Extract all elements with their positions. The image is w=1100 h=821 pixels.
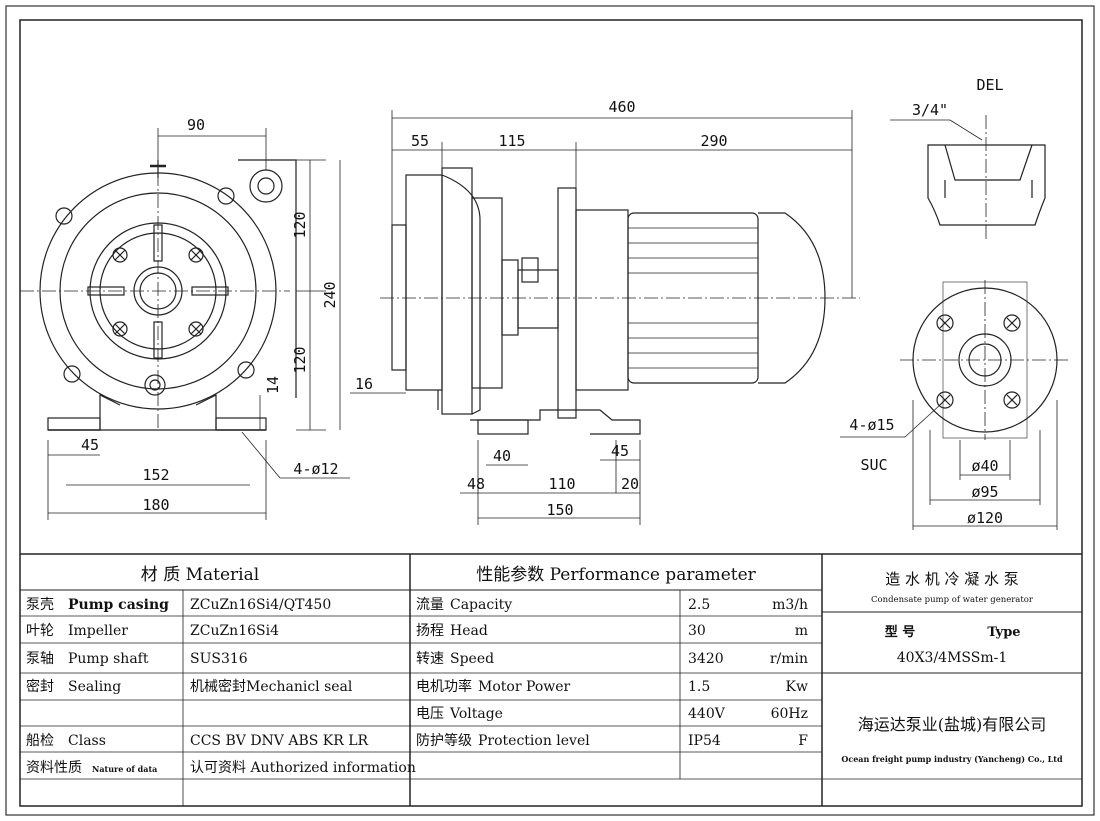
performance-name-cn: 防护等级 — [416, 732, 472, 749]
outlet-thread: 3/4" — [912, 101, 948, 119]
material-value: CCS BV DNV ABS KR LR — [190, 733, 369, 749]
side-dim-motor: 290 — [700, 132, 727, 150]
performance-unit: m — [795, 623, 808, 639]
performance-value: IP54 — [688, 733, 721, 749]
performance-unit: 60Hz — [771, 706, 808, 722]
front-dim-lower: 120 — [291, 346, 309, 373]
front-view — [20, 150, 297, 431]
side-dim-b: 115 — [498, 132, 525, 150]
performance-unit: Kw — [786, 679, 808, 695]
inner-border — [19, 19, 1083, 807]
performance-value: 1.5 — [688, 679, 710, 695]
suction-d3: ø120 — [967, 509, 1003, 527]
part-name-en: Pump shaft — [68, 651, 149, 667]
part-name-en: Impeller — [68, 623, 128, 639]
performance-name-en: Capacity — [450, 597, 512, 613]
side-dim-base-c: 20 — [621, 475, 639, 493]
performance-name-cn: 电机功率 — [416, 678, 472, 695]
performance-name-cn: 扬程 — [416, 623, 444, 639]
suction-d1: ø40 — [971, 457, 998, 475]
front-dim-total-height: 240 — [321, 281, 339, 308]
material-value: ZCuZn16Si4 — [190, 623, 279, 639]
part-name-en: Sealing — [68, 679, 121, 695]
part-name-cn: 泵轴 — [26, 651, 54, 667]
performance-name-en: Head — [450, 623, 488, 639]
performance-name-en: Speed — [450, 651, 494, 667]
performance-name-en: Voltage — [449, 706, 503, 722]
material-value: 认可资料 Authorized information — [190, 760, 416, 776]
side-dim-total-length: 460 — [608, 98, 635, 116]
material-value: 机械密封Mechanicl seal — [190, 678, 353, 695]
front-dim-top: 90 — [187, 116, 205, 134]
performance-value: 2.5 — [688, 597, 710, 613]
performance-unit: m3/h — [772, 597, 808, 613]
suction-view — [900, 280, 1070, 440]
part-name-cn: 资料性质 — [26, 760, 82, 776]
performance-name-cn: 流量 — [416, 597, 444, 613]
suction-holes: 4-ø15 — [849, 416, 894, 434]
front-dim-bolt-span: 152 — [142, 466, 169, 484]
title-block-rows: 泵壳 Pump casing ZCuZn16Si4/QT450 流量 Capacity 2… — [26, 596, 808, 776]
company-name-cn: 海运达泵业(盐城)有限公司 — [858, 715, 1047, 734]
product-name-en: Condensate pump of water generator — [871, 595, 1034, 605]
type-label-cn: 型 号 — [885, 624, 916, 640]
front-dim-upper: 120 — [291, 211, 309, 238]
part-name-cn: 泵壳 — [26, 596, 54, 613]
front-dim-foot-height: 14 — [264, 376, 282, 394]
front-dim-base-width: 180 — [142, 496, 169, 514]
company-name-en: Ocean freight pump industry (Yancheng) C… — [841, 754, 1063, 764]
part-name-cn: 密封 — [26, 678, 54, 695]
performance-unit: F — [798, 733, 808, 749]
material-header: 材 质 Material — [141, 565, 259, 585]
side-dim-shaft-height: 16 — [355, 375, 373, 393]
side-dim-base-a: 48 — [467, 475, 485, 493]
material-value: SUS316 — [190, 651, 248, 667]
part-name-en: Class — [68, 733, 106, 749]
performance-value: 440V — [688, 706, 726, 722]
performance-name-en: Motor Power — [478, 679, 571, 695]
front-bolt-holes: 4-ø12 — [293, 460, 338, 478]
performance-name-cn: 转速 — [416, 651, 444, 667]
side-dim-a: 55 — [411, 132, 429, 150]
type-value: 40X3/4MSSm-1 — [897, 650, 1008, 666]
performance-header: 性能参数 Performance parameter — [476, 565, 756, 585]
side-dim-base-b: 110 — [548, 475, 575, 493]
part-name-en: Pump casing — [68, 597, 169, 613]
product-name-cn: 造 水 机 冷 凝 水 泵 — [885, 570, 1019, 588]
side-dim-base-total: 150 — [546, 501, 573, 519]
outlet-label: DEL — [976, 76, 1003, 94]
front-dimensions — [47, 128, 350, 520]
performance-value: 3420 — [688, 651, 724, 667]
title-block-grid — [20, 553, 1082, 806]
part-name-cn: 船检 — [26, 733, 54, 749]
material-value: ZCuZn16Si4/QT450 — [190, 597, 331, 613]
outlet-view — [890, 115, 1046, 240]
type-label-en: Type — [987, 625, 1020, 640]
suction-d2: ø95 — [971, 483, 998, 501]
front-dim-foot: 45 — [81, 436, 99, 454]
front-bolts — [112, 247, 204, 337]
suction-label: SUC — [860, 456, 887, 474]
side-dim-foot-a: 40 — [493, 447, 511, 465]
performance-value: 30 — [688, 623, 706, 639]
side-view — [380, 167, 860, 435]
side-dim-foot-b: 45 — [611, 442, 629, 460]
side-dimensions — [350, 110, 853, 525]
suction-dimensions — [840, 400, 1058, 530]
performance-name-cn: 电压 — [416, 706, 444, 722]
outer-border — [5, 5, 1095, 816]
performance-name-en: Protection level — [478, 733, 590, 749]
part-name-en: Nature of data — [92, 764, 157, 774]
performance-unit: r/min — [770, 651, 808, 667]
part-name-cn: 叶轮 — [26, 623, 54, 639]
